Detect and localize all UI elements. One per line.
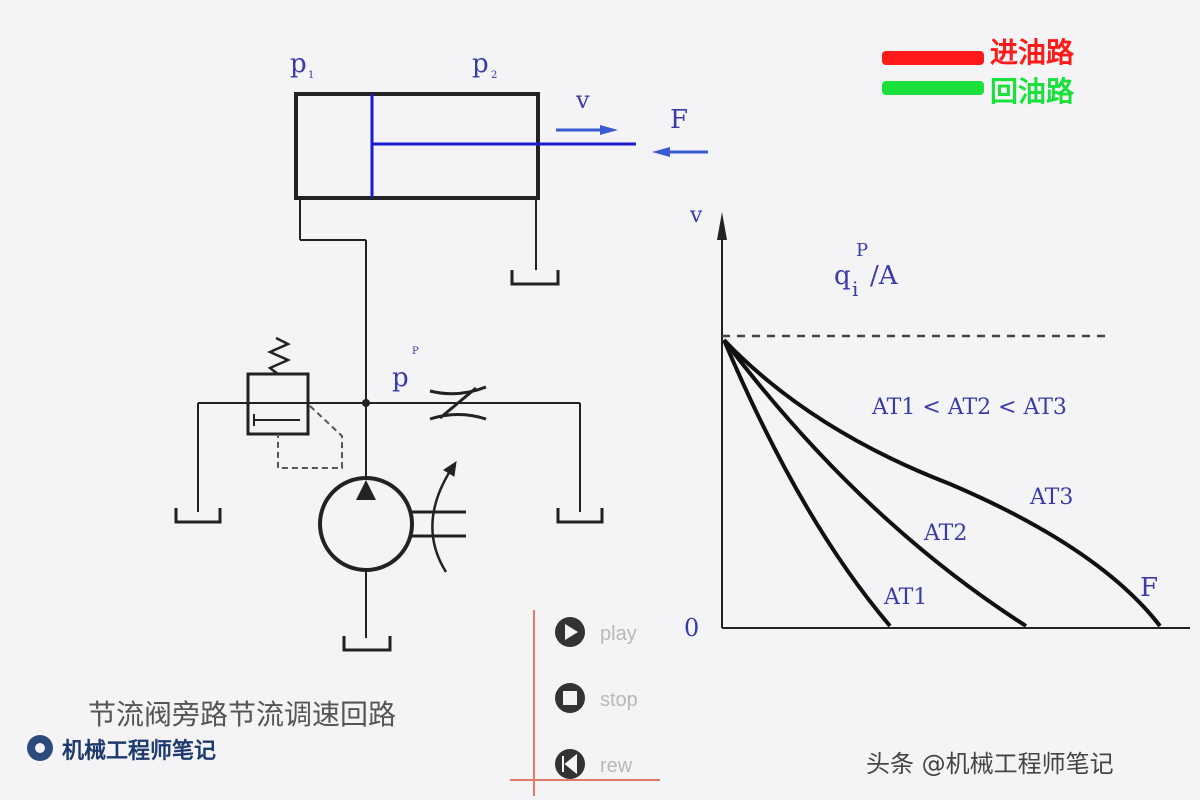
play-button[interactable]: play	[555, 617, 637, 647]
tank-symbol-left	[174, 508, 222, 524]
legend-label-supply: 进油路	[990, 36, 1075, 69]
diagram-title: 节流阀旁路节流调速回路	[88, 698, 396, 731]
chart-x-end-label: F	[1140, 573, 1158, 603]
legend: 进油路 回油路	[882, 36, 1075, 108]
q-label-rest: /A	[870, 261, 899, 291]
label-pp: p P	[392, 346, 419, 393]
curve-label-at3: AT3	[1029, 485, 1073, 510]
curve-at2	[722, 338, 1028, 628]
legend-swatch-return	[882, 81, 984, 95]
pump-triangle-icon	[356, 480, 376, 500]
rewind-icon	[562, 753, 577, 775]
rewind-label: rew	[600, 755, 633, 777]
throttle-lower-arc	[429, 413, 487, 421]
motion-arrows	[556, 125, 708, 157]
play-icon	[565, 624, 578, 640]
animation-controls: play stop rew	[510, 610, 660, 796]
supply-lines	[197, 240, 581, 512]
variable-pump	[318, 460, 466, 638]
force-arrow-head	[652, 147, 670, 157]
cylinder-labels: p 1 p 2 v F	[290, 49, 688, 135]
rewind-button[interactable]: rew	[555, 749, 633, 779]
velocity-arrow-head	[600, 125, 618, 135]
y-axis-arrow-icon	[717, 212, 727, 240]
q-label-main: q	[834, 261, 851, 291]
logo-text: 机械工程师笔记	[62, 738, 216, 764]
rotation-arrow-icon	[443, 460, 457, 477]
curve-label-at2: AT2	[923, 521, 967, 546]
label-p1-sub: 1	[308, 70, 314, 81]
tank-symbol-cylinder	[510, 270, 560, 286]
tanks	[174, 508, 604, 652]
legend-swatch-supply	[882, 51, 984, 65]
stop-icon	[563, 691, 577, 705]
throttle-valve	[429, 385, 487, 421]
label-p2-sub: 2	[491, 70, 497, 81]
label-p1: p	[290, 49, 307, 79]
label-v: v	[575, 86, 590, 114]
throttle-adjust-line	[439, 386, 477, 420]
stop-button[interactable]: stop	[555, 683, 638, 713]
chart-origin-label: 0	[684, 614, 699, 642]
curve-at1	[722, 339, 892, 628]
chart-y-label: v	[689, 203, 703, 228]
play-label: play	[600, 623, 637, 645]
legend-label-return: 回油路	[990, 75, 1075, 108]
hydraulic-cylinder	[294, 92, 636, 286]
throttle-upper-arc	[429, 385, 487, 396]
brand-logo: 机械工程师笔记	[27, 735, 216, 764]
rotation-arc	[431, 467, 454, 573]
stop-label: stop	[600, 689, 638, 711]
label-pp-main: p	[392, 363, 409, 393]
curve-label-at1: AT1	[883, 585, 927, 610]
pilot-line-dashed	[277, 405, 343, 469]
q-label-sub: i	[852, 277, 858, 301]
curve-at3	[722, 338, 1162, 628]
tank-symbol-right	[556, 508, 604, 524]
characteristic-chart: v 0 F q i P /A AT1 < AT2 < AT3 AT1 AT2 A…	[684, 203, 1190, 642]
tank-symbol-pump	[342, 636, 392, 652]
label-pp-sup: P	[412, 346, 419, 357]
junction-dot	[362, 399, 370, 407]
cylinder-body	[294, 92, 540, 200]
q-label-sup: P	[856, 240, 868, 261]
label-F: F	[670, 105, 688, 135]
relief-valve	[246, 336, 343, 469]
spring-icon	[266, 336, 292, 375]
label-p2: p	[472, 49, 489, 79]
chart-q-label: q i P /A	[834, 240, 899, 301]
watermark-text: 头条 @机械工程师笔记	[866, 750, 1114, 778]
chart-relation-label: AT1 < AT2 < AT3	[871, 395, 1067, 420]
